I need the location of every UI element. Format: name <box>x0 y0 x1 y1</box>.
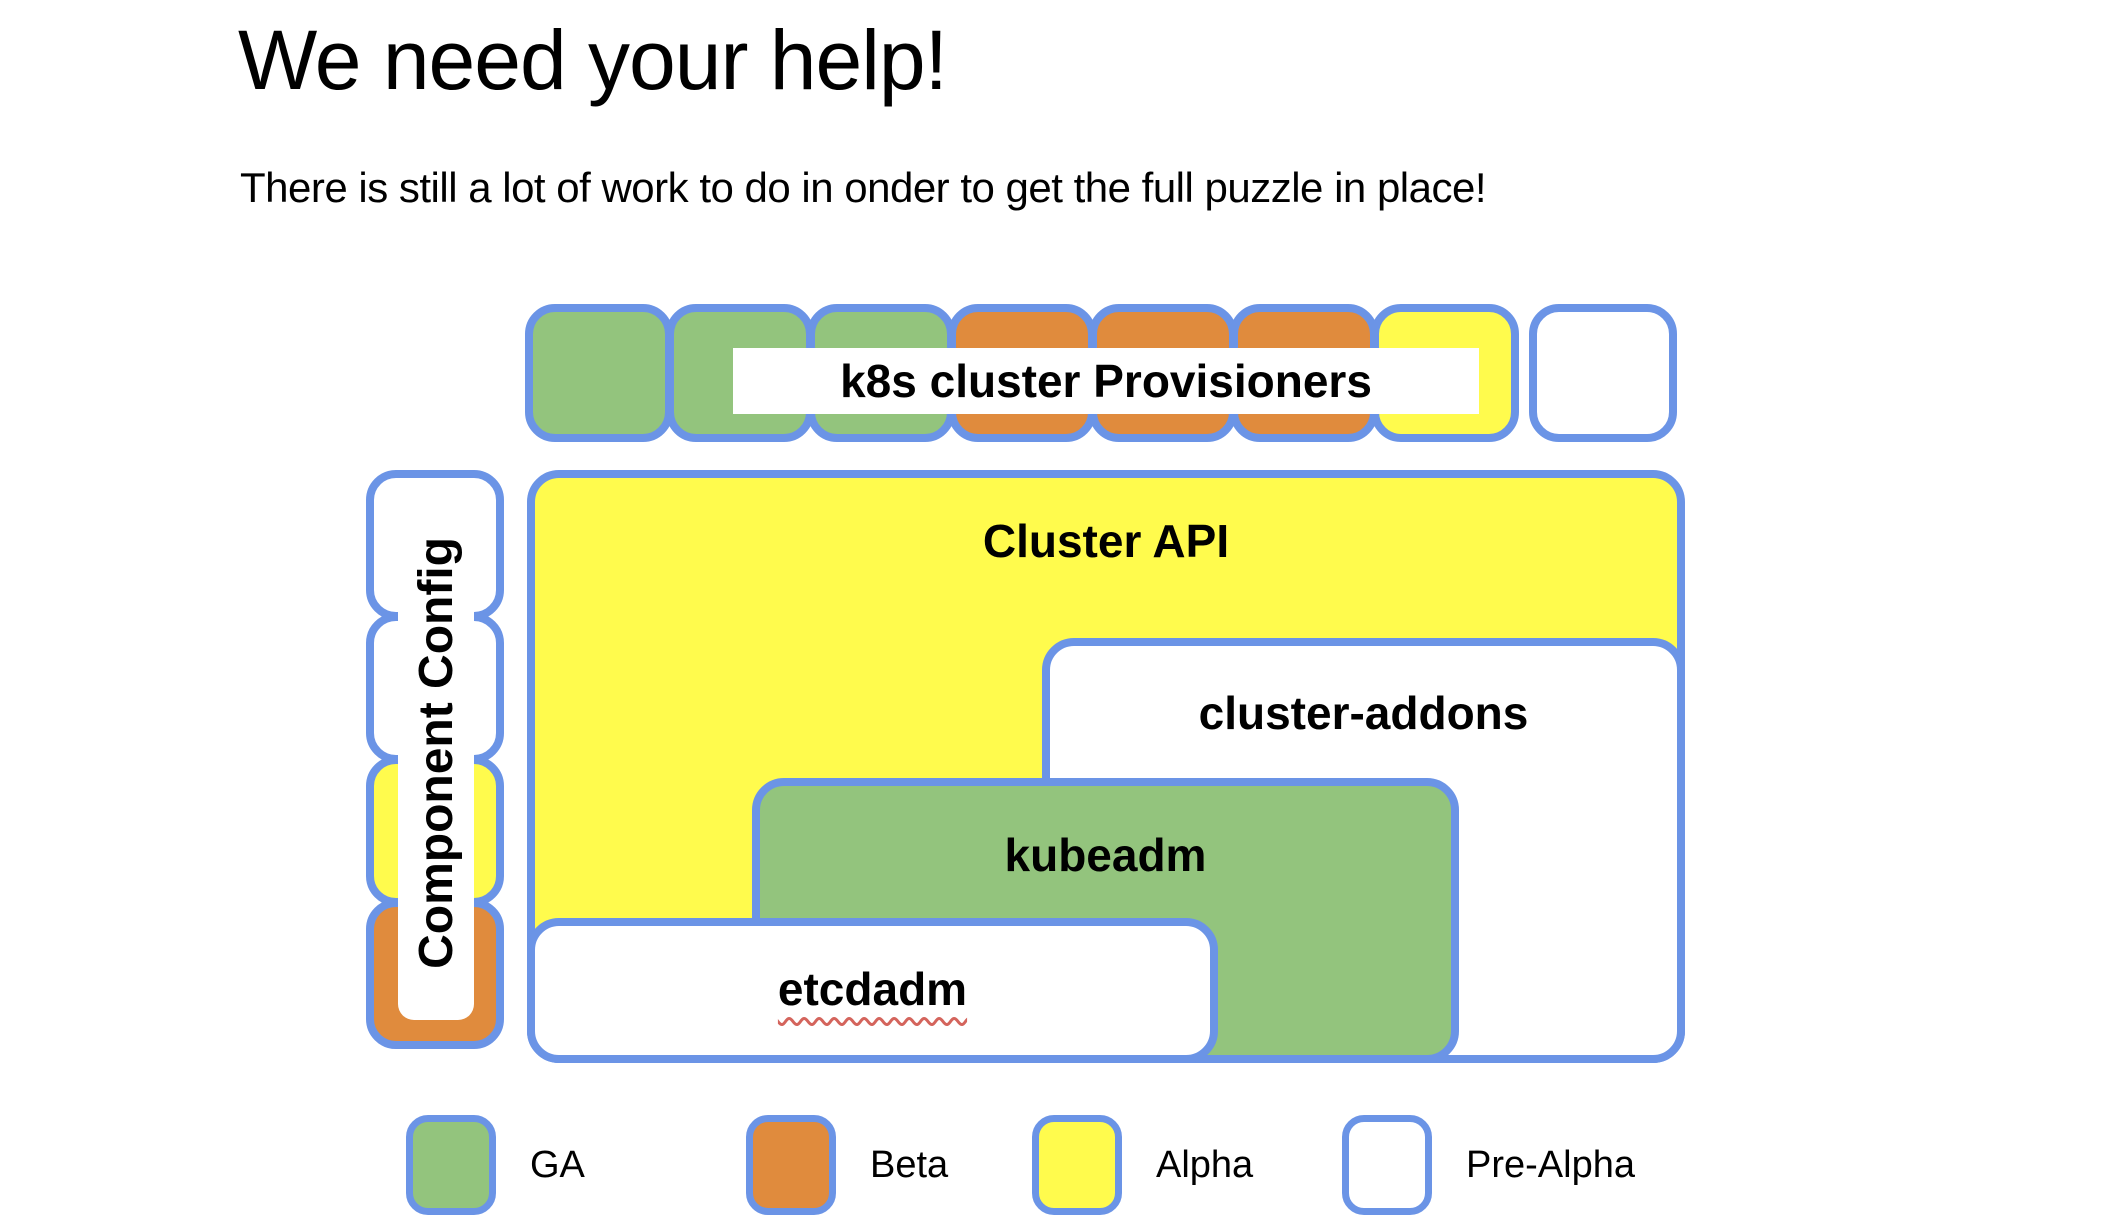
legend-item-beta: Beta <box>746 1114 948 1216</box>
slide-title: We need your help! <box>238 13 948 107</box>
etcdadm-label: etcdadm <box>535 962 1210 1016</box>
legend-swatch-beta <box>746 1115 836 1215</box>
etcdadm-box: etcdadm <box>527 918 1218 1063</box>
legend-label: GA <box>530 1143 585 1186</box>
legend: GA Beta Alpha Pre-Alpha <box>0 1114 2126 1216</box>
legend-label: Pre-Alpha <box>1466 1143 1635 1186</box>
provisioners-label: k8s cluster Provisioners <box>733 348 1479 414</box>
kubeadm-label: kubeadm <box>1004 829 1207 881</box>
legend-swatch-alpha <box>1032 1115 1122 1215</box>
component-config-label: Component Config <box>409 537 463 969</box>
provisioner-piece-pre-alpha <box>1529 304 1677 442</box>
legend-swatch-pre-alpha <box>1342 1115 1432 1215</box>
legend-item-ga: GA <box>406 1114 585 1216</box>
legend-swatch-ga <box>406 1115 496 1215</box>
etcdadm-word: etcdadm <box>777 963 968 1015</box>
legend-label: Alpha <box>1156 1143 1254 1186</box>
slide-subtitle: There is still a lot of work to do in on… <box>240 164 1487 211</box>
provisioner-piece-ga <box>525 304 673 442</box>
legend-item-alpha: Alpha <box>1032 1114 1253 1216</box>
legend-item-pre-alpha: Pre-Alpha <box>1342 1114 1635 1216</box>
legend-label: Beta <box>870 1143 949 1186</box>
component-config-label-bar: Component Config <box>398 486 474 1020</box>
cluster-addons-label: cluster-addons <box>1198 687 1529 739</box>
cluster-api-label: Cluster API <box>982 515 1230 567</box>
